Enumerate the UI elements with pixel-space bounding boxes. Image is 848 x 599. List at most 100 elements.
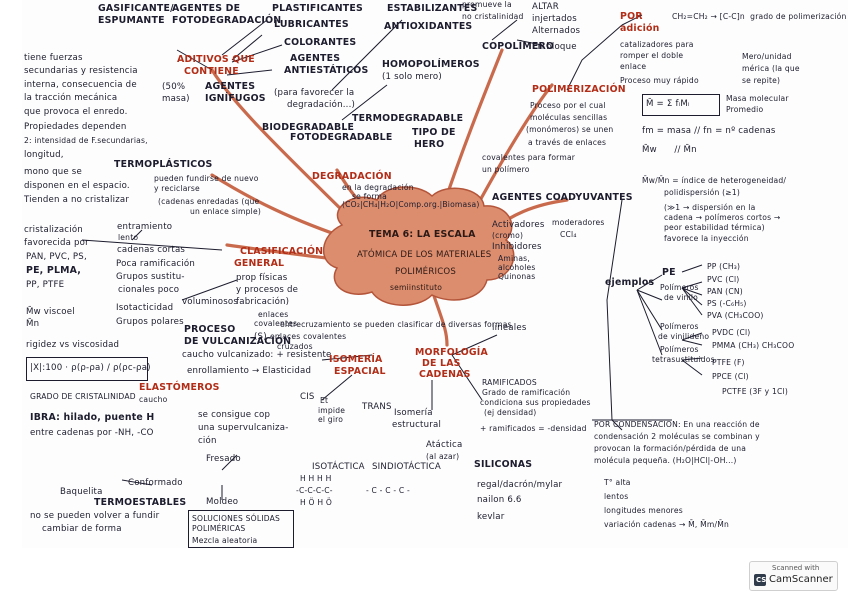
tipo-de-label: TIPO DE xyxy=(412,127,456,138)
poca-ramificacion-label: Poca ramificación xyxy=(116,259,196,269)
left-line-10: disponen en el espacio. xyxy=(24,181,130,191)
ibra-label: IBRA: hilado, puente H xyxy=(30,412,155,423)
left-line-11: Tienden a no cristalizar xyxy=(24,195,130,205)
polimeros-tetra-label: Polímeros xyxy=(660,345,699,354)
activadores-label: Activadores xyxy=(492,220,545,230)
caucho-vulcanizado-label: caucho vulcanizado: + resistente xyxy=(182,350,332,360)
ppce-label: PPCE (Cl) xyxy=(712,372,749,381)
branch-morfologia xyxy=(430,288,449,347)
mezcla-label: Mezcla aleatoria xyxy=(192,536,258,545)
fotodegradable-label: FOTODEGRADABLE xyxy=(290,132,393,143)
covalentes-label: covalentes xyxy=(254,319,298,328)
cruzados-label: cruzados xyxy=(277,342,313,351)
left-line-8: longitud, xyxy=(24,150,64,160)
se-consigue-line-3: ción xyxy=(198,436,217,446)
pvdc-label: PVDC (Cl) xyxy=(712,328,751,337)
enlaces-label: enlaces xyxy=(258,310,289,319)
mero-line-1: Mero/unidad xyxy=(742,52,792,61)
tetrasustituidos-label: tetrasustituidos xyxy=(652,355,715,364)
pmma-label: PMMA (CH₃) CH₃COO xyxy=(712,341,795,350)
left-line-5: que provoca el enredo. xyxy=(24,107,128,117)
trans-label: TRANS xyxy=(362,402,392,412)
conformado-label: Conformado xyxy=(128,478,183,488)
antioxidantes-label: ANTIOXIDANTES xyxy=(384,21,473,32)
cis-label: CIS xyxy=(300,392,315,402)
ramificados-line-2: Grado de ramificación xyxy=(482,388,571,397)
clasificacion-general: GENERAL xyxy=(234,258,285,269)
camscanner-label: CamScanner xyxy=(769,574,833,585)
molecular-mass-box xyxy=(642,94,720,116)
termoplasticos-line-2: y reciclarse xyxy=(154,184,200,193)
morfologia-title: MORFOLOGÍA xyxy=(415,347,488,358)
cloud-bubble xyxy=(322,186,515,306)
sindiotactica-label: SINDIOTÁCTICA xyxy=(372,462,441,472)
aditivos-subtitle: CONTIENE xyxy=(184,66,239,77)
mero-line-3: se repite) xyxy=(742,76,781,85)
camscanner-watermark: CS Scanned with CamScanner xyxy=(749,561,838,591)
grupos-sustitu-label: Grupos sustitu- xyxy=(116,272,185,282)
impide-label: impide xyxy=(318,406,346,415)
pe-label: PE xyxy=(662,267,676,278)
chem-row-3: H Ö H Ö xyxy=(300,498,333,507)
ejemplos-label: ejemplos xyxy=(605,277,655,288)
homopolimeros-label: HOMOPOLÍMEROS xyxy=(382,59,480,70)
entramiento-label: entramiento xyxy=(117,222,173,232)
entrecruzamiento-label: entrecruzamiento se pueden clasificar de… xyxy=(280,320,512,329)
polimericas-label: POLIMÉRICAS xyxy=(192,524,246,533)
copolimero-label: COPOLÍMERO xyxy=(482,41,555,52)
polymer-list-2: PE, PLMA, xyxy=(26,265,82,276)
polimeros-vinilo-label: Polímeros xyxy=(660,283,699,292)
left-line-1: tiene fuerzas xyxy=(24,53,83,63)
coadyuvantes-title: AGENTES COADYUVANTES xyxy=(492,192,633,203)
ignifugos-label: IGNÍFUGOS xyxy=(205,93,266,104)
termoplasticos-line-3: (cadenas enredadas (que xyxy=(158,197,260,206)
espumante-label: ESPUMANTE xyxy=(98,15,165,26)
proceso-line-3: (monómeros) se unen xyxy=(526,125,614,134)
caucho-label: caucho xyxy=(139,395,168,404)
nylon-line-1: regal/dacrón/mylar xyxy=(477,480,563,490)
molecular-mass-formula: M̄ = Σ fᵢMᵢ xyxy=(646,99,690,109)
pvc-label: PVC (Cl) xyxy=(707,275,740,284)
nylon-line-2: nailon 6.6 xyxy=(477,495,522,505)
chem-row-1: H H H H xyxy=(300,474,332,483)
clasificacion-title: CLASIFICACIÓN xyxy=(240,246,324,257)
isomeria-title: ISOMERÍA xyxy=(329,354,383,365)
agentes-anti-label: AGENTES xyxy=(290,53,341,64)
cloud-shape xyxy=(322,186,515,306)
proceso-line-2: moléculas sencillas xyxy=(530,113,608,122)
isotacticidad-label: Isotacticidad xyxy=(116,303,174,313)
indice-line-6: favorece la inyección xyxy=(664,234,749,243)
cloud-title: TEMA 6: LA ESCALA xyxy=(369,229,476,240)
isotactica-label: ISOTÁCTICA xyxy=(312,462,365,472)
pctfe-label: PCTFE (3F y 1Cl) xyxy=(722,387,788,396)
biodegradable-label: BIODEGRADABLE xyxy=(262,122,355,133)
rigidez-label: rigidez vs viscosidad xyxy=(26,340,120,350)
degradacion-paren-label: degradación...) xyxy=(287,100,356,110)
condensacion-line-3: provocan la formación/pérdida de una xyxy=(594,444,747,453)
en-bloque-label: En bloque xyxy=(532,42,577,52)
polimeros-vinilideno-label: Polímeros xyxy=(660,322,699,331)
siliconas-label: SILICONAS xyxy=(474,459,533,470)
proceso-line-1: Proceso por el cual xyxy=(530,101,606,110)
ramificados-line-4: (ej densidad) xyxy=(484,408,537,417)
plastificantes-label: PLASTIFICANTES xyxy=(272,3,363,14)
alternados-label: Alternados xyxy=(532,26,581,36)
atactica-label: Atáctica xyxy=(426,440,463,450)
condensacion-line-1: POR CONDENSACIÓN: En una reacción de xyxy=(594,420,760,429)
left-line-9: mono que se xyxy=(24,167,82,177)
aditivos-title: ADITIVOS QUE xyxy=(177,54,255,65)
se-consigue-line-2: una supervulcaniza- xyxy=(198,423,289,433)
moldeo-label: Moldeo xyxy=(206,497,239,507)
morfologia-cadenas: CADENAS xyxy=(419,369,471,380)
alcoholes-label: alcoholes xyxy=(498,263,536,272)
isomeria-est-label: Isomería xyxy=(394,408,433,418)
lento-label: lento xyxy=(118,233,139,242)
degradacion-title: DEGRADACIÓN xyxy=(312,171,392,182)
termoplasticos-line-4: un enlace simple) xyxy=(190,207,261,216)
enlaces-covalentes-label: enlaces covalentes xyxy=(270,332,347,341)
polymer-list-1: PAN, PVC, PS, xyxy=(26,252,87,262)
promedio-label: Promedio xyxy=(726,105,764,114)
grado-cristalinidad-label: GRADO DE CRISTALINIDAD xyxy=(30,392,136,401)
mn-label: M̄n xyxy=(26,319,40,329)
masa-label: masa) xyxy=(162,94,190,104)
